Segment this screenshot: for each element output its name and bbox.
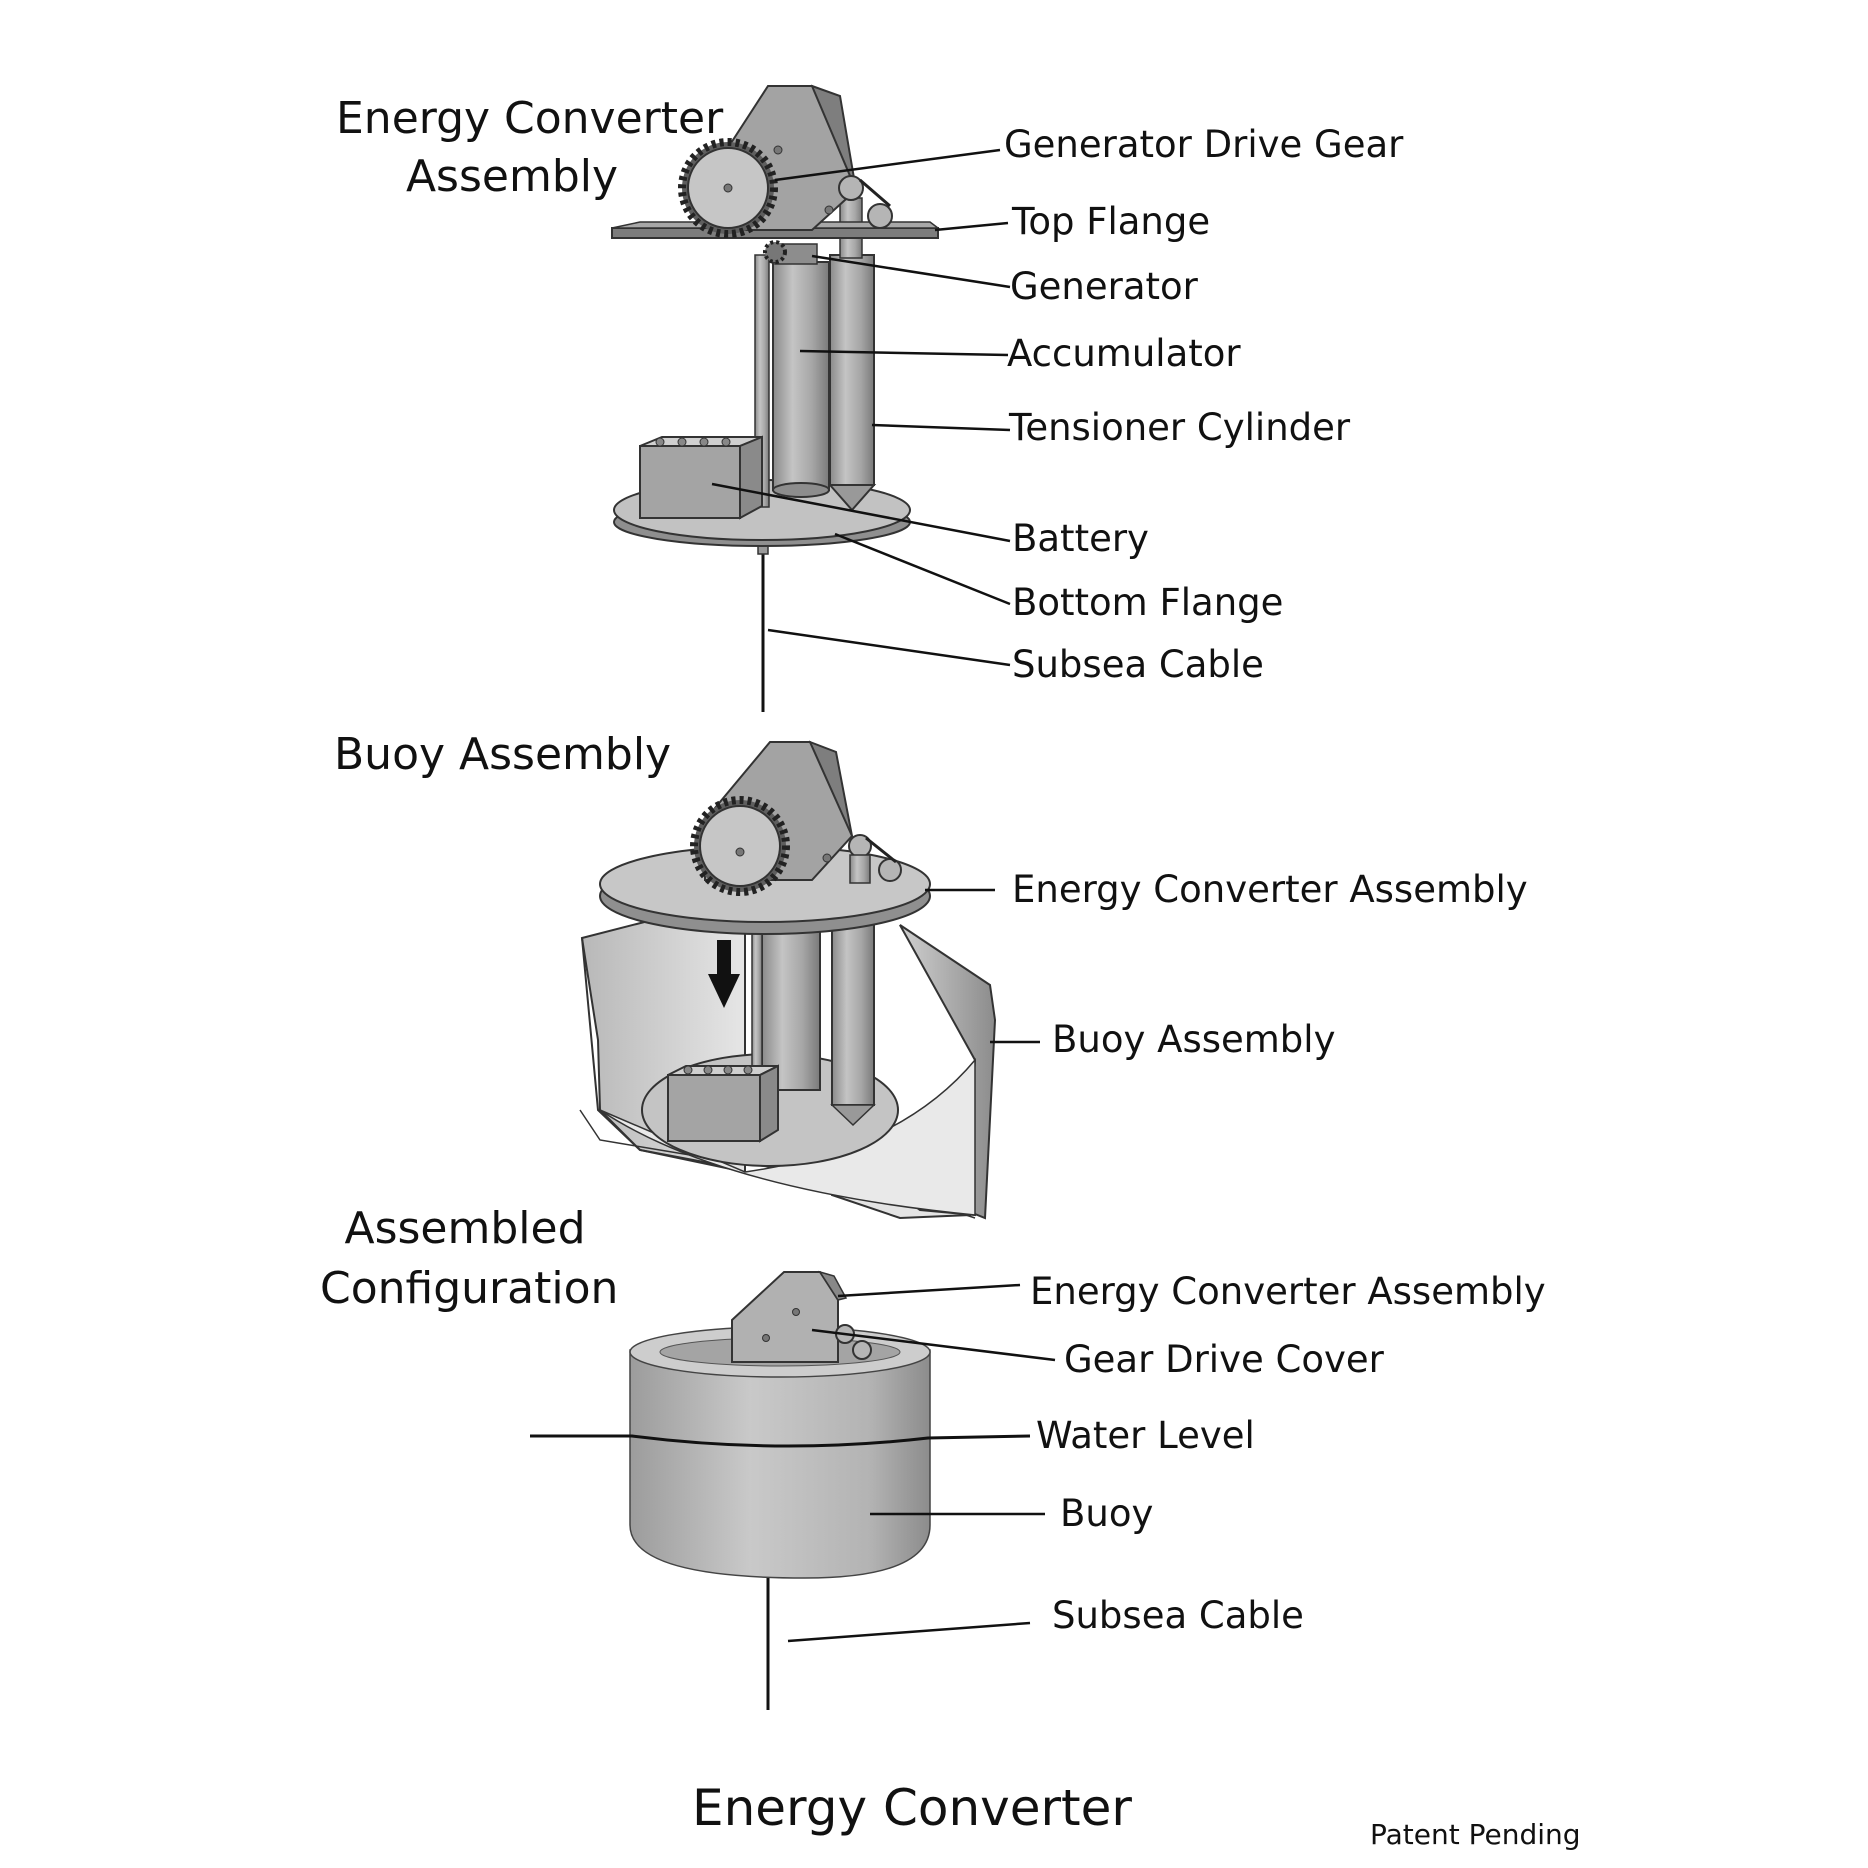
label-generator-drive-gear: Generator Drive Gear [1004, 123, 1404, 166]
tensioner-pulley [838, 175, 893, 229]
leader-lines-section-3 [787, 1283, 1056, 1643]
label-generator: Generator [1010, 265, 1198, 308]
leader-lines-section-2 [925, 888, 1040, 1044]
patent-pending-note: Patent Pending [1370, 1818, 1581, 1851]
label-top-flange: Top Flange [1012, 200, 1211, 243]
label-water-level: Water Level [1036, 1414, 1255, 1457]
buoy-assembly-drawing [579, 740, 997, 1220]
accumulator [772, 261, 830, 498]
battery-in-buoy [667, 1064, 779, 1143]
gear-housing-buoy [690, 740, 902, 896]
label-battery: Battery [1012, 517, 1149, 560]
heading-assembled-line1: Assembled [344, 1203, 586, 1254]
heading-energy-converter-assembly-line1: Energy Converter [336, 93, 724, 144]
label-buoy: Buoy [1060, 1492, 1154, 1535]
generator-drive-gear [678, 138, 787, 264]
heading-energy-converter-assembly-line2: Assembly [405, 151, 619, 202]
label-assembled-energy-converter-assembly: Energy Converter Assembly [1030, 1270, 1546, 1313]
label-assembled-subsea-cable: Subsea Cable [1052, 1594, 1304, 1637]
label-tensioner-cylinder: Tensioner Cylinder [1009, 406, 1351, 449]
footer-title: Energy Converter [692, 1779, 1132, 1837]
battery [639, 435, 763, 520]
insertion-arrow [708, 940, 740, 1008]
label-gear-drive-cover: Gear Drive Cover [1064, 1338, 1384, 1381]
label-buoy-assembly: Buoy Assembly [1052, 1018, 1336, 1061]
tensioner-cylinder [827, 197, 877, 512]
label-buoy-energy-converter-assembly: Energy Converter Assembly [1012, 868, 1528, 911]
water-level-line [530, 1434, 1031, 1448]
label-accumulator: Accumulator [1007, 332, 1241, 375]
energy-converter-assembly-drawing [611, 84, 941, 712]
label-bottom-flange: Bottom Flange [1012, 581, 1284, 624]
buoy-body [629, 1326, 931, 1579]
assembled-configuration-drawing [530, 1270, 1031, 1710]
heading-assembled-line2: Configuration [320, 1263, 619, 1314]
heading-buoy-assembly: Buoy Assembly [334, 729, 672, 780]
leader-lines-section-1 [711, 148, 1011, 667]
label-subsea-cable: Subsea Cable [1012, 643, 1264, 686]
